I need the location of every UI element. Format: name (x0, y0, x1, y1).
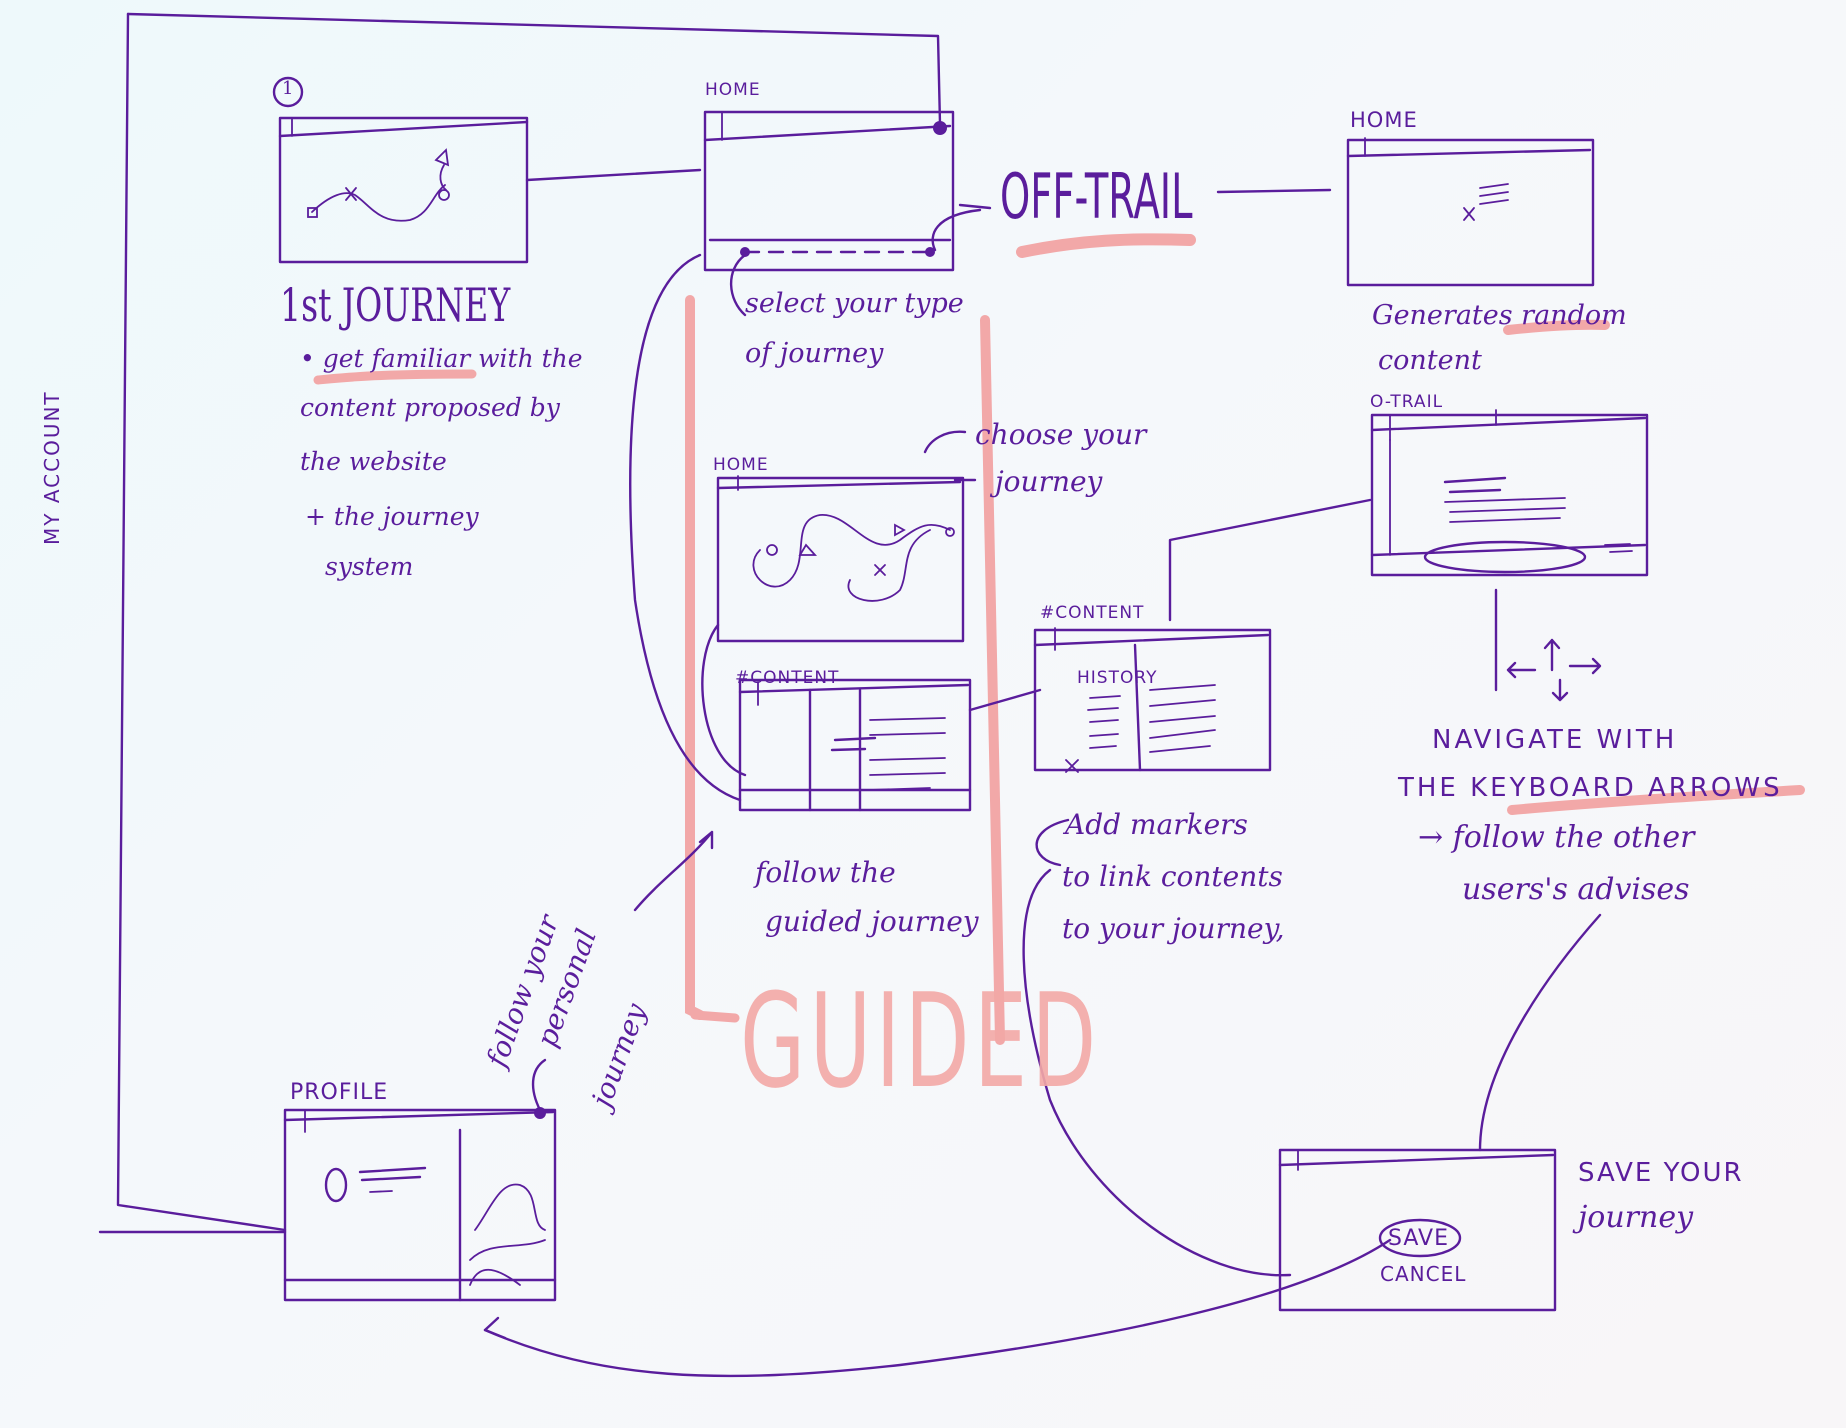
home-label-2: HOME (1350, 108, 1418, 132)
cancel-button-label: CANCEL (1380, 1262, 1467, 1286)
follow-guided-line-2: guided journey (765, 905, 979, 938)
generates-line-1: Generates random (1372, 300, 1627, 331)
content-label-2: #CONTENT (1040, 603, 1145, 623)
first-journey-line-1: • get familiar with the (300, 344, 583, 373)
off-trail-title: OFF-TRAIL (1000, 160, 1193, 233)
arrow-follow-personal (633, 830, 714, 912)
first-journey-line-3: the website (300, 447, 447, 476)
connector-offtrail-markers (1168, 498, 1372, 622)
first-journey-line-5: system (325, 552, 414, 581)
save-journey-line-1: SAVE YOUR (1578, 1158, 1744, 1188)
first-journey-line-2: content proposed by (300, 393, 560, 422)
my-account-label: MY ACCOUNT (40, 390, 64, 545)
choose-journey-line-1: choose your (975, 418, 1147, 451)
off-trail-small-label: O-TRAIL (1370, 392, 1444, 412)
pink-highlights (313, 233, 1805, 1045)
navigate-line-2: THE KEYBOARD ARROWS (1398, 773, 1783, 803)
first-journey-title: 1st JOURNEY (280, 278, 511, 332)
connector-guided-history (968, 688, 1042, 712)
arrow-keys-icon (1494, 588, 1602, 702)
guided-loop-connectors (629, 253, 747, 802)
screen-profile (283, 1058, 557, 1302)
account-connector (98, 12, 942, 1234)
screen-home-choose (716, 430, 977, 643)
select-type-line-2: of journey (745, 338, 884, 369)
select-type-line-1: select your type (745, 288, 964, 319)
screen-content-guided (738, 678, 972, 812)
add-markers-line-3: to your journey, (1062, 912, 1285, 945)
step-number: 1 (282, 78, 294, 99)
bottom-connectors (483, 818, 1602, 1378)
add-markers-line-1: Add markers (1065, 808, 1248, 841)
screen-home-random (1346, 137, 1595, 287)
connector-offtrail-left (958, 203, 992, 210)
connector-journey-home (525, 168, 702, 182)
save-journey-line-2: journey (1578, 1200, 1694, 1235)
follow-guided-line-1: follow the (755, 856, 896, 889)
choose-journey-line-2: journey (995, 465, 1103, 498)
screen-content-history (1033, 627, 1272, 773)
home-label-3: HOME (713, 455, 769, 475)
content-label-1: #CONTENT (735, 668, 840, 688)
navigate-line-1: NAVIGATE WITH (1432, 725, 1678, 755)
add-markers-line-2: to link contents (1062, 860, 1283, 893)
follow-other-line-2: users's advises (1462, 872, 1690, 907)
follow-other-line-1: → follow the other (1418, 820, 1695, 855)
screen-home-select (703, 110, 982, 317)
save-button-label: SAVE (1388, 1226, 1449, 1251)
connector-offtrail-right (1216, 188, 1332, 194)
first-journey-line-4: + the journey (305, 502, 479, 531)
generates-line-2: content (1378, 345, 1482, 376)
screen-first-journey (272, 76, 529, 264)
history-label: HISTORY (1077, 668, 1158, 688)
profile-label: PROFILE (290, 1080, 389, 1105)
screen-offtrail-content (1370, 409, 1649, 577)
screen-save (1278, 1148, 1557, 1312)
guided-label: GUIDED (740, 965, 1101, 1117)
home-label-1: HOME (705, 80, 761, 100)
